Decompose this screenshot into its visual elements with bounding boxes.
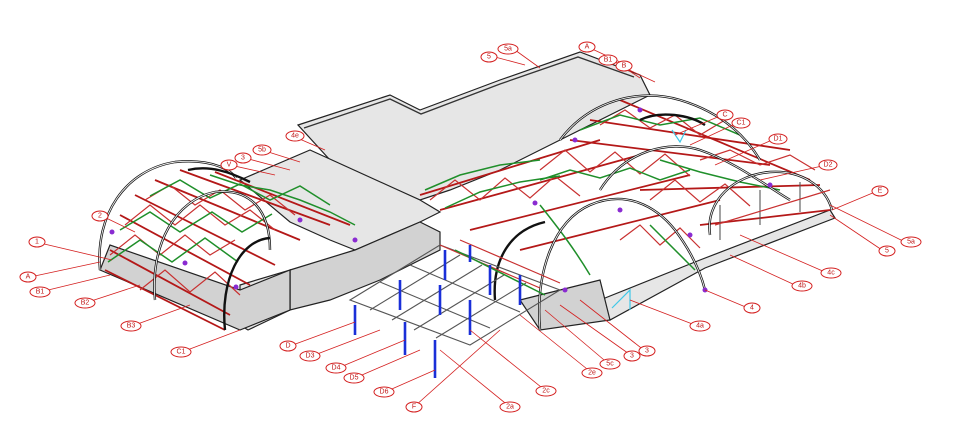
svg-text:3: 3 — [241, 155, 245, 162]
svg-text:E: E — [878, 188, 883, 195]
label-2c: 2c — [535, 385, 557, 397]
svg-text:2: 2 — [98, 213, 102, 220]
svg-text:5b: 5b — [258, 147, 266, 154]
label-a-left: A — [19, 271, 37, 283]
label-b1-top: B1 — [598, 54, 618, 66]
svg-text:5a: 5a — [504, 46, 512, 53]
svg-text:4a: 4a — [696, 323, 704, 330]
svg-text:5c: 5c — [606, 361, 614, 368]
label-c1-left: C1 — [170, 346, 192, 358]
svg-text:C1: C1 — [737, 120, 746, 127]
label-a-top: A — [578, 41, 596, 53]
label-e-right: E — [871, 185, 889, 197]
pergola-structure — [348, 239, 562, 378]
svg-text:B2: B2 — [81, 300, 90, 307]
label-d2: D2 — [818, 159, 838, 171]
svg-text:C: C — [722, 112, 727, 119]
svg-text:A: A — [585, 44, 590, 51]
label-bubbles: 5a A 5 B1 B C C1 D1 D2 E 5a 5 4c 4b 4 4a… — [19, 41, 922, 413]
label-f: F — [405, 401, 423, 413]
label-d: D — [279, 340, 297, 352]
svg-text:5: 5 — [885, 248, 889, 255]
right-vault-structure — [419, 94, 834, 331]
label-d4: D4 — [325, 362, 347, 374]
svg-text:D1: D1 — [774, 136, 783, 143]
svg-text:4b: 4b — [798, 283, 806, 290]
svg-text:D6: D6 — [380, 389, 389, 396]
label-5c: 5c — [599, 358, 621, 370]
label-b1-left: B1 — [29, 286, 51, 298]
svg-text:4: 4 — [750, 305, 754, 312]
svg-text:4e: 4e — [291, 133, 299, 140]
label-b-top: B — [615, 60, 633, 72]
label-b3: B3 — [120, 320, 142, 332]
label-3-bottom: 3 — [623, 350, 641, 362]
label-d3: D3 — [299, 350, 321, 362]
svg-text:D4: D4 — [332, 365, 341, 372]
svg-text:3: 3 — [630, 353, 634, 360]
svg-text:B1: B1 — [36, 289, 45, 296]
svg-text:2e: 2e — [588, 370, 596, 377]
svg-text:A: A — [26, 274, 31, 281]
label-c: C — [716, 109, 734, 121]
label-2: 2 — [91, 210, 109, 222]
label-2e: 2e — [581, 367, 603, 379]
label-3: 3 — [234, 152, 252, 164]
label-4c: 4c — [820, 267, 842, 279]
label-5a-right: 5a — [900, 236, 922, 248]
label-b2: B2 — [74, 297, 96, 309]
svg-text:D3: D3 — [306, 353, 315, 360]
svg-text:F: F — [412, 404, 416, 411]
svg-text:B: B — [622, 63, 627, 70]
label-4: 4 — [743, 302, 761, 314]
label-d5: D5 — [343, 372, 365, 384]
svg-text:5: 5 — [487, 54, 491, 61]
svg-text:4c: 4c — [827, 270, 835, 277]
label-2a: 2a — [499, 401, 521, 413]
svg-text:D2: D2 — [824, 162, 833, 169]
svg-text:B1: B1 — [604, 57, 613, 64]
label-5-right: 5 — [878, 245, 896, 257]
svg-text:2c: 2c — [542, 388, 550, 395]
svg-text:1: 1 — [35, 239, 39, 246]
label-4e: 4e — [285, 130, 305, 142]
svg-text:D5: D5 — [350, 375, 359, 382]
label-5b: 5b — [252, 144, 272, 156]
label-5-top: 5 — [480, 51, 498, 63]
svg-text:D: D — [285, 343, 290, 350]
svg-text:B3: B3 — [127, 323, 136, 330]
label-v: V — [220, 159, 238, 171]
svg-text:5a: 5a — [907, 239, 915, 246]
left-vault-structure — [98, 160, 358, 331]
svg-text:C1: C1 — [177, 349, 186, 356]
label-1: 1 — [28, 236, 46, 248]
label-5a-top: 5a — [497, 43, 519, 55]
label-d1: D1 — [768, 133, 788, 145]
label-4b: 4b — [791, 280, 813, 292]
label-4a: 4a — [689, 320, 711, 332]
svg-text:2a: 2a — [506, 404, 514, 411]
label-c1: C1 — [731, 117, 751, 129]
svg-text:3: 3 — [645, 348, 649, 355]
label-d6: D6 — [373, 386, 395, 398]
svg-text:V: V — [227, 162, 232, 169]
label-3-bottom2: 3 — [638, 345, 656, 357]
